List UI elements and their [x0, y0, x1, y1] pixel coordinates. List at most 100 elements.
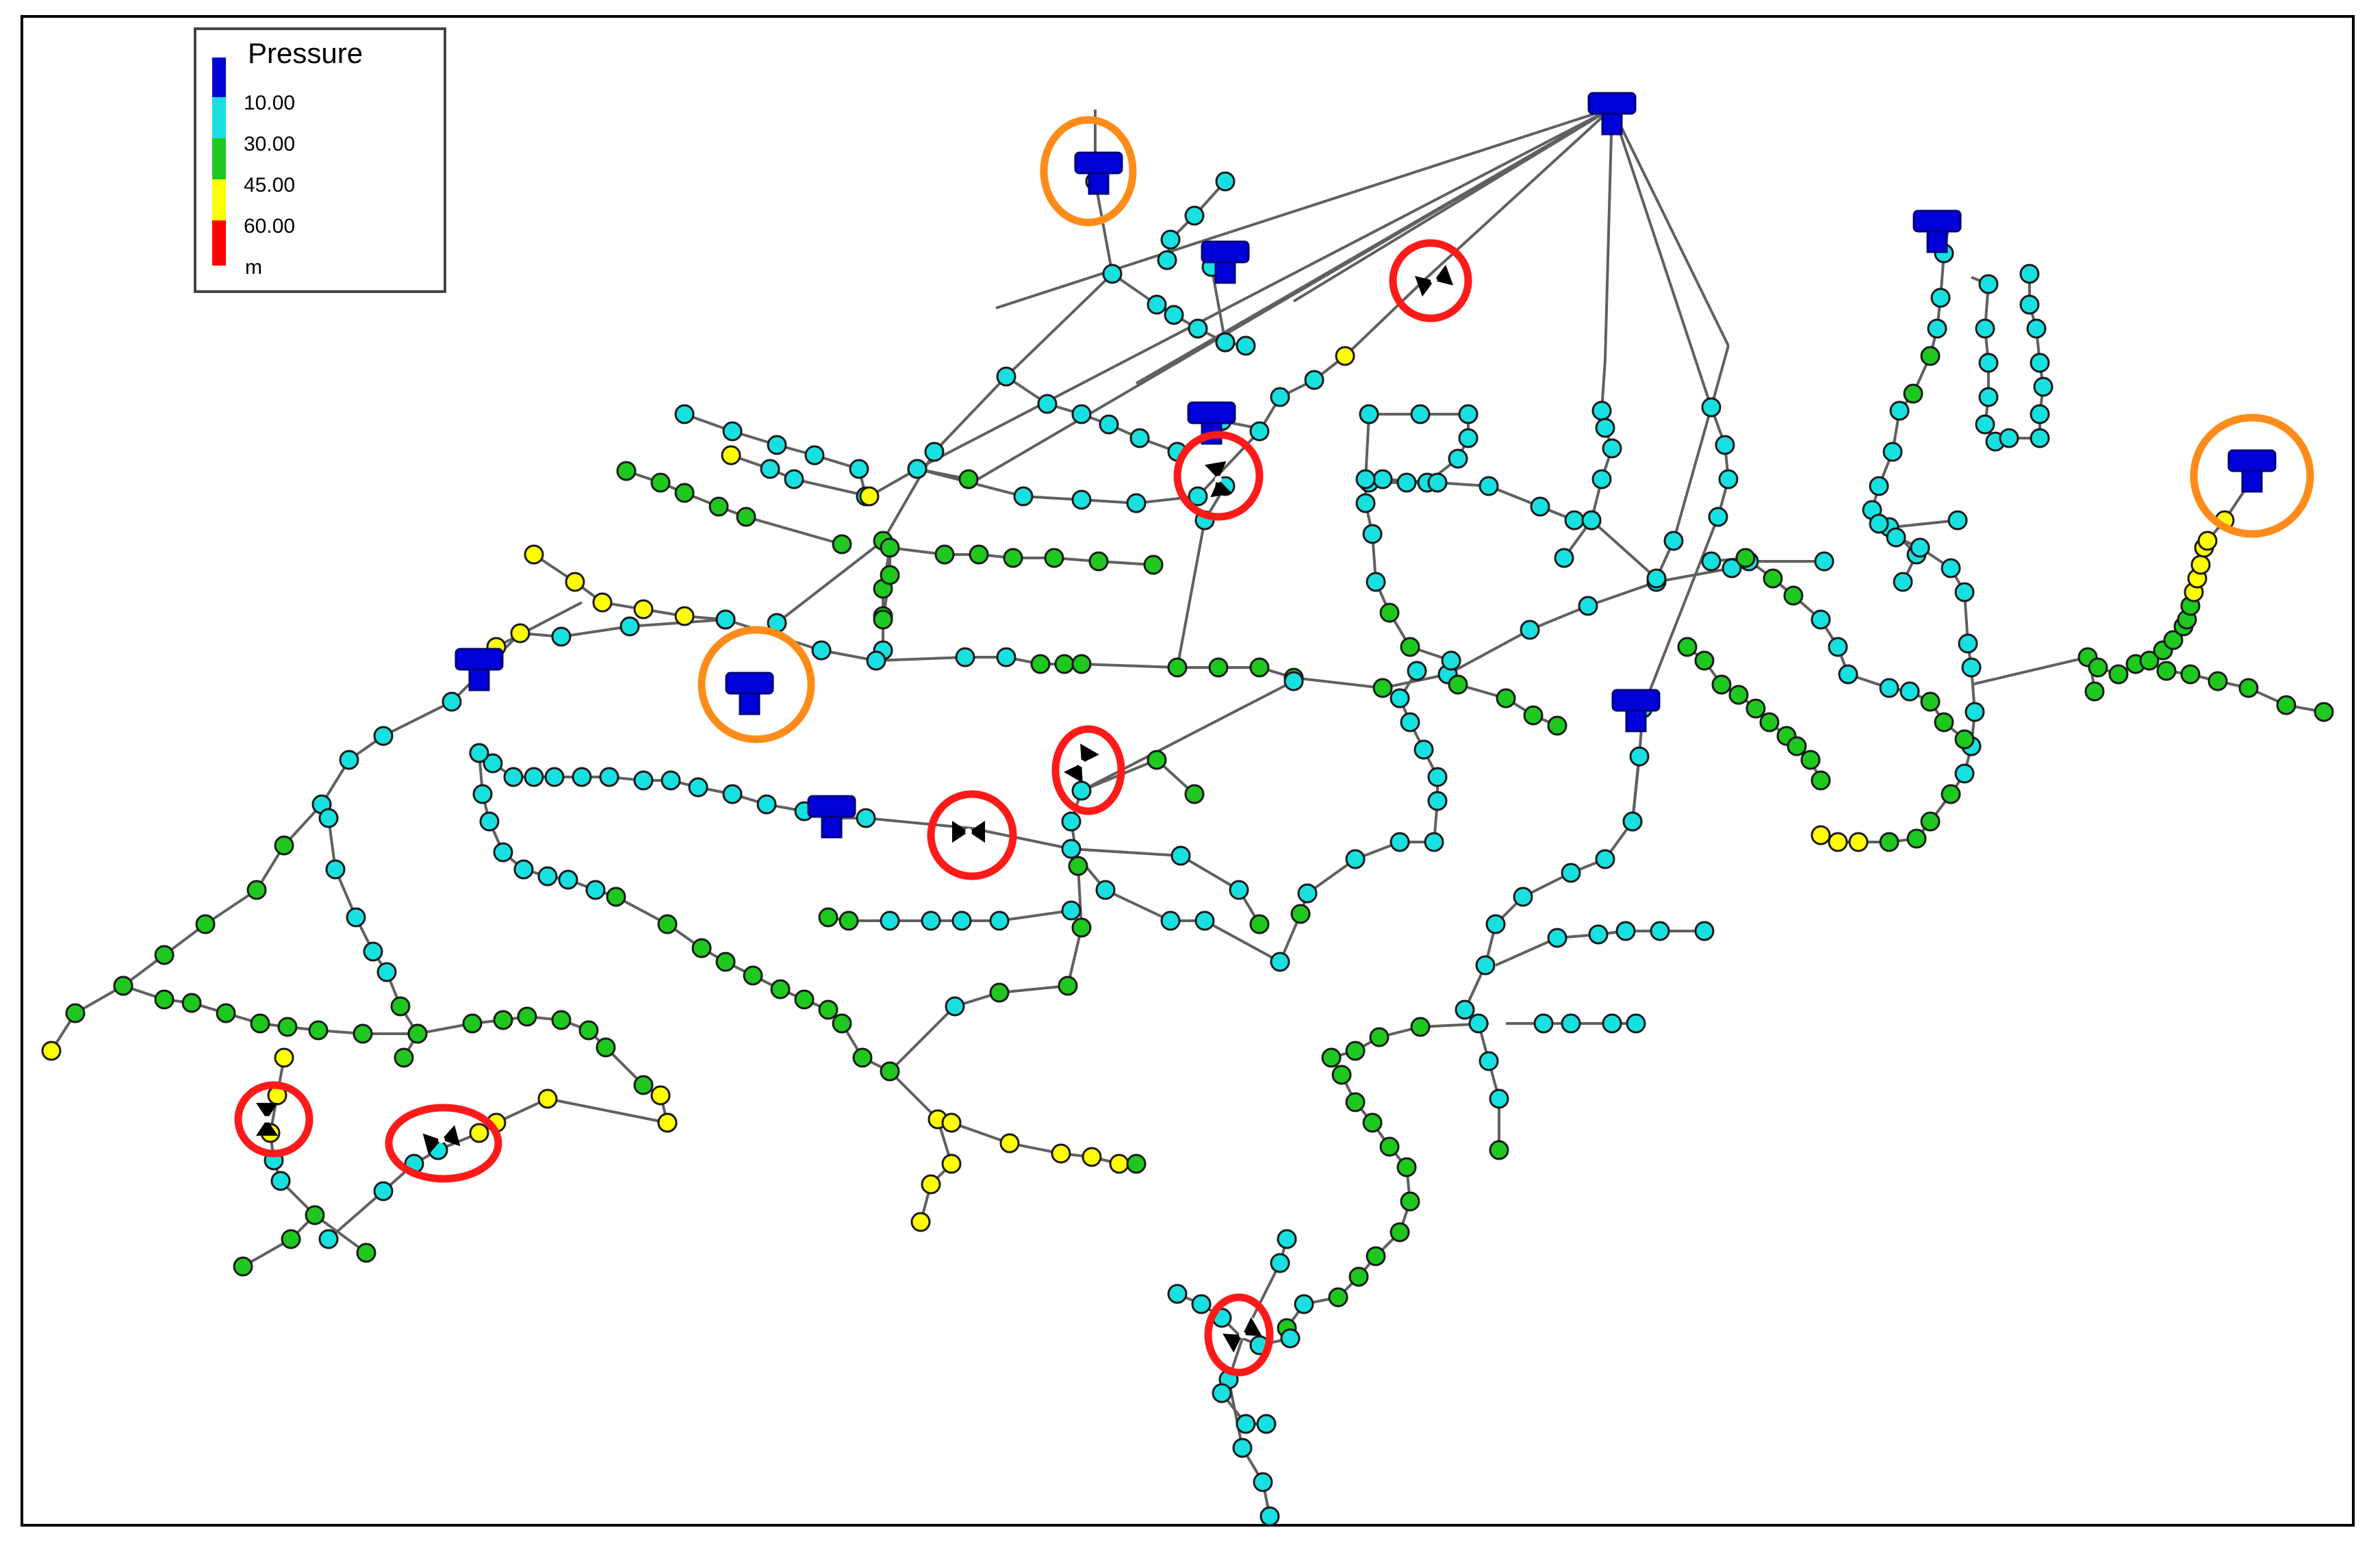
junction-node[interactable] [743, 965, 763, 986]
junction-node[interactable] [1722, 558, 1742, 578]
junction-node[interactable] [715, 952, 736, 972]
valve-icon[interactable] [1064, 743, 1099, 783]
junction-node[interactable] [958, 469, 979, 489]
junction-node[interactable] [1920, 811, 1941, 832]
junction-node[interactable] [1489, 1088, 1509, 1109]
junction-node[interactable] [1701, 397, 1722, 418]
junction-node[interactable] [537, 1088, 558, 1109]
junction-node[interactable] [880, 910, 900, 931]
junction-node[interactable] [1496, 688, 1516, 709]
junction-node[interactable] [1372, 678, 1393, 698]
junction-node[interactable] [1448, 448, 1468, 469]
junction-node[interactable] [1331, 1065, 1352, 1085]
junction-node[interactable] [469, 1123, 489, 1143]
junction-node[interactable] [880, 537, 900, 558]
junction-node[interactable] [1588, 924, 1609, 945]
junction-node[interactable] [818, 999, 839, 1020]
junction-node[interactable] [373, 1181, 394, 1201]
junction-node[interactable] [270, 1171, 291, 1191]
junction-node[interactable] [1711, 674, 1732, 695]
junction-node[interactable] [572, 767, 592, 787]
junction-node[interactable] [1390, 1222, 1410, 1243]
junction-node[interactable] [246, 880, 267, 900]
junction-node[interactable] [657, 1112, 678, 1133]
junction-node[interactable] [308, 1020, 329, 1041]
junction-node[interactable] [2197, 531, 2218, 551]
junction-node[interactable] [1160, 910, 1181, 931]
junction-node[interactable] [551, 1010, 572, 1030]
junction-node[interactable] [1249, 421, 1270, 442]
junction-node[interactable] [1520, 620, 1540, 640]
junction-node[interactable] [1147, 750, 1167, 770]
junction-node[interactable] [1427, 472, 1448, 493]
junction-node[interactable] [784, 469, 804, 489]
junction-node[interactable] [767, 435, 787, 455]
junction-node[interactable] [1215, 171, 1236, 192]
junction-node[interactable] [1126, 1154, 1147, 1174]
junction-node[interactable] [1947, 510, 1968, 531]
junction-node[interactable] [1941, 784, 1961, 804]
junction-node[interactable] [2314, 702, 2334, 722]
junction-node[interactable] [866, 650, 886, 671]
junction-node[interactable] [599, 767, 619, 787]
junction-node[interactable] [722, 421, 743, 442]
junction-node[interactable] [1355, 469, 1376, 489]
junction-node[interactable] [493, 1010, 513, 1030]
junction-node[interactable] [910, 1212, 931, 1232]
junction-node[interactable] [346, 907, 366, 928]
junction-node[interactable] [1270, 1253, 1290, 1273]
junction-node[interactable] [619, 616, 640, 637]
junction-node[interactable] [1099, 414, 1119, 435]
junction-node[interactable] [2190, 555, 2211, 575]
junction-node[interactable] [674, 606, 695, 626]
junction-node[interactable] [633, 770, 654, 791]
junction-node[interactable] [537, 866, 558, 887]
junction-node[interactable] [1194, 910, 1215, 931]
junction-node[interactable] [1763, 568, 1783, 589]
junction-node[interactable] [1941, 558, 1961, 578]
junction-node[interactable] [989, 910, 1010, 931]
junction-node[interactable] [1715, 435, 1735, 455]
junction-node[interactable] [1903, 383, 1923, 404]
junction-node[interactable] [1071, 654, 1092, 674]
junction-node[interactable] [277, 1017, 298, 1037]
junction-node[interactable] [1735, 548, 1756, 568]
junction-node[interactable] [1975, 414, 1995, 435]
junction-node[interactable] [1396, 1157, 1417, 1177]
junction-node[interactable] [951, 910, 972, 931]
junction-node[interactable] [1170, 845, 1191, 866]
junction-node[interactable] [1978, 274, 1999, 294]
tank-icon[interactable] [2227, 449, 2277, 493]
junction-node[interactable] [1547, 715, 1568, 736]
junction-node[interactable] [1879, 678, 1899, 698]
junction-node[interactable] [1745, 698, 1766, 719]
junction-node[interactable] [1164, 305, 1184, 325]
junction-node[interactable] [996, 366, 1016, 387]
junction-node[interactable] [1400, 637, 1420, 657]
junction-node[interactable] [325, 859, 346, 880]
junction-node[interactable] [154, 989, 175, 1010]
junction-node[interactable] [1893, 572, 1913, 592]
junction-node[interactable] [969, 544, 989, 565]
junction-node[interactable] [1236, 1414, 1256, 1434]
junction-node[interactable] [1954, 763, 1975, 784]
valve-icon[interactable] [952, 821, 985, 843]
junction-node[interactable] [1718, 469, 1739, 489]
junction-node[interactable] [1236, 335, 1256, 356]
junction-node[interactable] [1270, 387, 1290, 407]
junction-node[interactable] [832, 1013, 852, 1034]
junction-node[interactable] [1129, 428, 1150, 448]
junction-node[interactable] [1147, 294, 1167, 315]
junction-node[interactable] [339, 750, 359, 770]
junction-node[interactable] [650, 472, 671, 493]
tank-icon[interactable] [1587, 92, 1637, 136]
junction-node[interactable] [924, 442, 945, 462]
junction-node[interactable] [181, 993, 202, 1013]
junction-node[interactable] [1622, 811, 1643, 832]
junction-node[interactable] [544, 767, 565, 787]
junction-node[interactable] [1390, 832, 1410, 852]
junction-node[interactable] [1215, 332, 1236, 353]
junction-node[interactable] [1828, 832, 1848, 852]
junction-node[interactable] [1068, 856, 1088, 876]
junction-node[interactable] [1297, 883, 1318, 904]
